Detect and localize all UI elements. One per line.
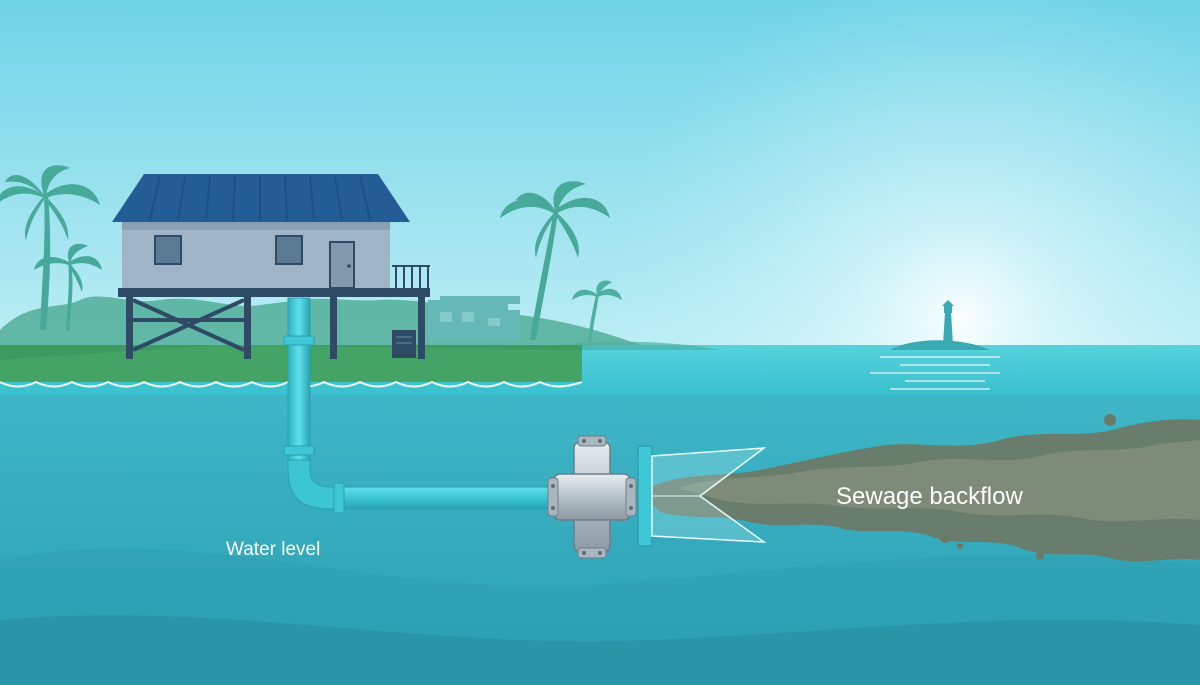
check-valve [547,435,637,559]
duckbill-outlet [651,447,767,543]
house-stilts [126,297,425,359]
pipe-coupling [283,445,315,456]
stilt-house [112,174,430,359]
house-window-right [275,235,303,265]
palm-tree-icon [572,280,622,342]
pipe-coupling [333,482,345,514]
outlet-flange [637,445,653,547]
drain-pipe-horizontal [335,486,557,510]
porch-railing [392,265,430,288]
palm-tree-icon [500,181,610,340]
lighthouse-icon [942,300,954,345]
palm-tree-icon [34,243,102,330]
sewage-backflow-label: Sewage backflow [836,483,1023,510]
house-window-left [154,235,182,265]
underwater-wave-dark [0,615,1200,685]
background-building-windows [440,312,500,326]
house-floor-beam [118,288,430,297]
distant-island [890,340,990,350]
water-level-label: Water level [226,539,321,560]
pipe-coupling [283,335,315,346]
sun-glow [500,0,1200,360]
sun-reflection [870,356,1000,390]
drain-pipe-vertical [287,297,311,469]
sewage-plume [640,414,1200,562]
